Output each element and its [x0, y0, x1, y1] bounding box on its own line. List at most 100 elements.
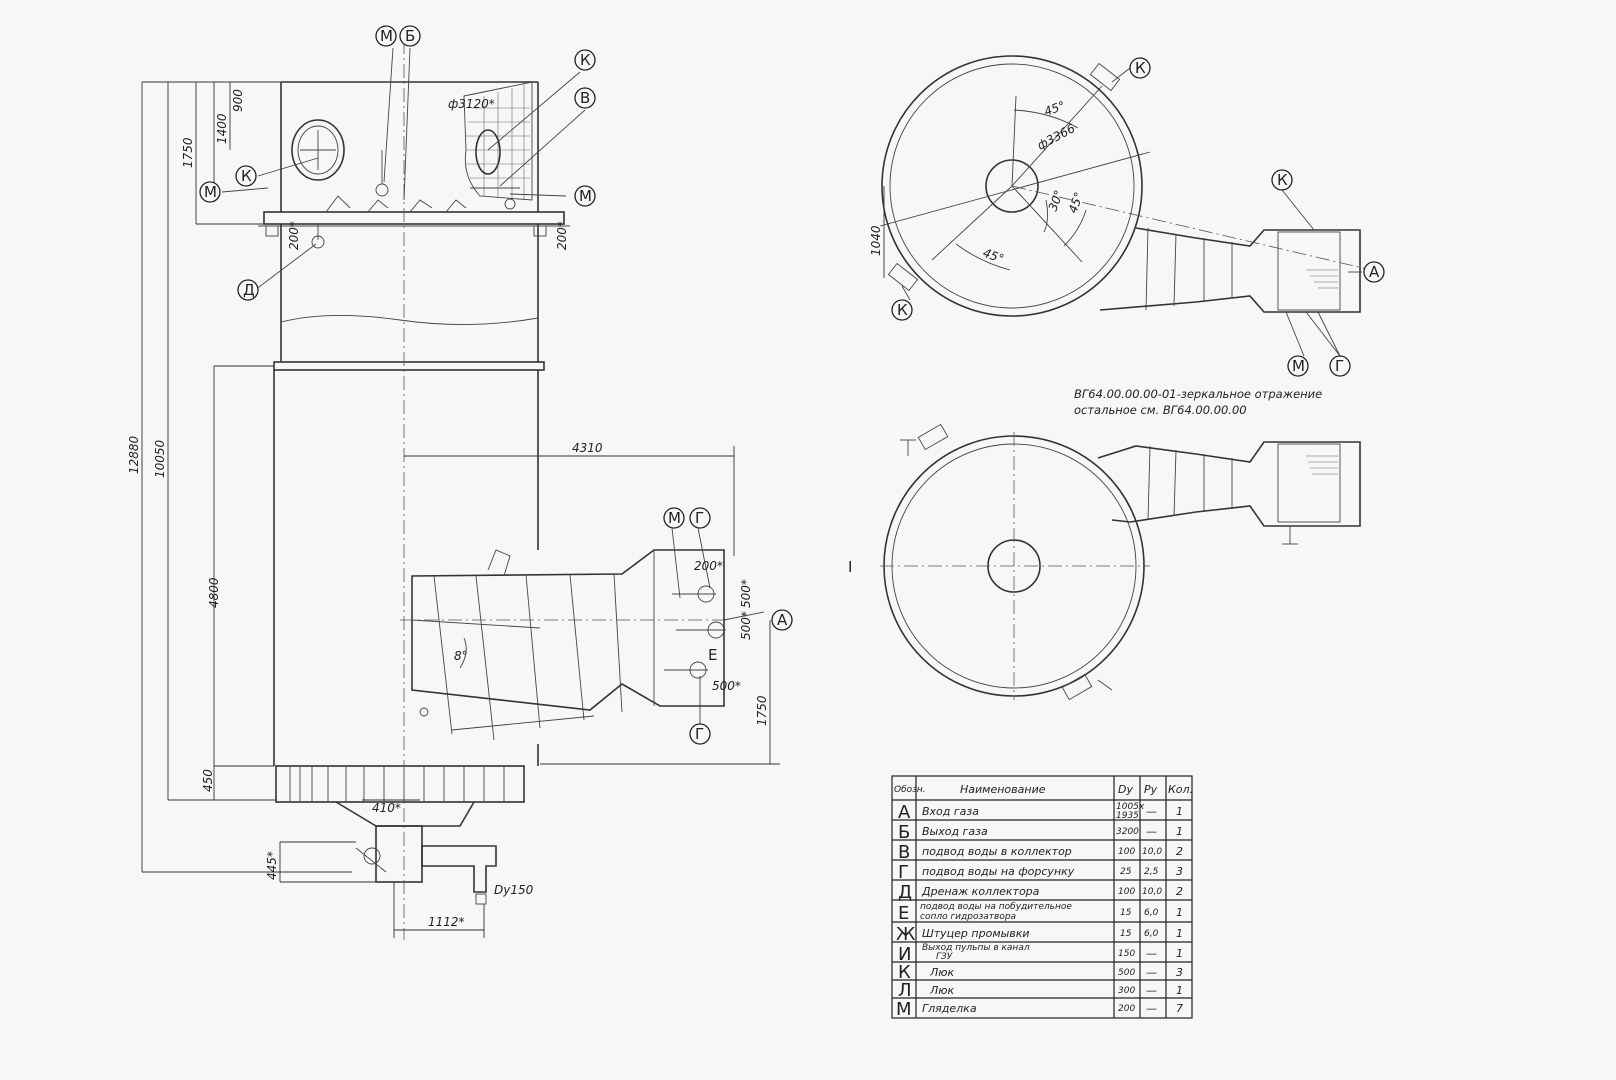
row-py: 10,0	[1142, 847, 1162, 857]
row-py: 6,0	[1144, 929, 1159, 939]
dim-200c: 200*	[694, 559, 723, 573]
row-name: Выход газа	[922, 825, 988, 838]
row-py: —	[1146, 805, 1157, 818]
row-code: Л	[898, 980, 912, 1001]
row-dy: 300	[1118, 986, 1135, 996]
table-row: Е подвод воды на побудительное сопло гид…	[898, 902, 1183, 924]
row-name: Гляделка	[922, 1002, 977, 1015]
callout-K-top: К	[580, 51, 591, 69]
row-py: 2,5	[1144, 867, 1159, 877]
table-header-py: Py	[1144, 783, 1158, 796]
row-qty: 7	[1176, 1002, 1183, 1015]
table-row: В подвод воды в коллектор 100 10,0 2	[898, 842, 1183, 863]
dim-410: 410*	[372, 801, 401, 815]
table-row: Б Выход газа 3200 — 1	[898, 822, 1183, 843]
dim-1750: 1750	[181, 137, 195, 168]
angle-45a: 45°	[1042, 98, 1067, 118]
row-name2: ГЗУ	[936, 952, 953, 962]
callout-M-plan: М	[1292, 357, 1305, 375]
mirror-note-line2: остальное см. ВГ64.00.00.00	[1074, 403, 1247, 417]
row-qty: 2	[1176, 845, 1183, 858]
callout-A-plan: А	[1369, 263, 1380, 281]
table-row: Г подвод воды на форсунку 25 2,5 3	[898, 862, 1183, 883]
row-dy: 15	[1120, 908, 1132, 918]
row-py: 10,0	[1142, 887, 1162, 897]
row-py: 6,0	[1144, 908, 1159, 918]
dim-1400: 1400	[215, 113, 229, 144]
table-header-code: Обозн.	[894, 785, 926, 795]
dim-500c: 500*	[712, 679, 741, 693]
row-code: Е	[898, 903, 909, 924]
table-row: М Гляделка 200 — 7	[896, 999, 1183, 1020]
row-dy: 15	[1120, 929, 1132, 939]
callout-B-top: Б	[405, 27, 415, 45]
row-py: —	[1146, 966, 1157, 979]
view-mark-I: I	[848, 558, 852, 576]
table-header-dy: Dy	[1118, 783, 1133, 796]
row-dy: 25	[1120, 867, 1132, 877]
dim-500b: 500*	[739, 579, 753, 608]
angle-45b: 45°	[1066, 190, 1086, 215]
row-code: Д	[898, 882, 912, 903]
row-qty: 3	[1176, 865, 1183, 878]
table-row: И Выход пульпы в канал ГЗУ 150 — 1	[898, 943, 1183, 965]
row-dy: 3200	[1116, 827, 1139, 837]
row-name: подвод воды на форсунку	[922, 865, 1075, 878]
row-name: Выход пульпы в канал	[922, 943, 1030, 953]
table-row: А Вход газа 1005х 1935 — 1	[898, 802, 1183, 823]
row-qty: 1	[1176, 927, 1183, 940]
row-qty: 3	[1176, 966, 1183, 979]
angle-8: 8°	[454, 649, 468, 663]
row-py: —	[1146, 984, 1157, 997]
row-py: —	[1146, 825, 1157, 838]
row-dy: 150	[1118, 949, 1135, 959]
letter-E: Е	[708, 646, 717, 664]
dim-450: 450	[201, 769, 215, 792]
row-code: В	[898, 842, 910, 863]
table-row: К Люк 500 — 3	[898, 962, 1183, 983]
callout-A-duct: А	[777, 611, 788, 629]
callout-M-right: М	[579, 187, 592, 205]
row-dy: 100	[1118, 887, 1135, 897]
row-name2: сопло гидрозатвора	[920, 912, 1016, 922]
dim-200b: 200*	[555, 221, 569, 250]
row-dy2: 1935	[1116, 811, 1139, 821]
dim-d3366: ф3366	[1035, 121, 1078, 153]
callout-M-top: М	[380, 27, 393, 45]
callout-G-bottom: Г	[695, 725, 704, 743]
row-qty: 1	[1176, 906, 1183, 919]
row-name: Люк	[929, 984, 955, 997]
dim-4310: 4310	[572, 441, 603, 455]
dim-dn150: Dy150	[494, 883, 534, 897]
dim-200a: 200*	[287, 221, 301, 250]
row-name: Штуцер промывки	[922, 927, 1030, 940]
row-code: Б	[898, 822, 910, 843]
dim-1040: 1040	[869, 225, 883, 256]
row-dy: 500	[1118, 968, 1135, 978]
dim-1750b: 1750	[755, 695, 769, 726]
callout-K-plan-duct: К	[1277, 171, 1288, 189]
table-row: Ж Штуцер промывки 15 6,0 1	[896, 924, 1183, 945]
row-code: А	[898, 802, 911, 823]
dim-10050: 10050	[153, 439, 167, 478]
row-dy: 200	[1118, 1004, 1135, 1014]
dim-900: 900	[231, 89, 245, 112]
callout-M-duct: М	[668, 509, 681, 527]
row-py: —	[1146, 1002, 1157, 1015]
row-code: М	[896, 999, 912, 1020]
row-name: Дренаж коллектора	[921, 885, 1040, 898]
row-code: К	[898, 962, 911, 983]
plan-view-mirrored: I	[848, 423, 1361, 701]
dim-500a: 500*	[739, 611, 753, 640]
row-name: Вход газа	[922, 805, 979, 818]
row-qty: 1	[1176, 825, 1183, 838]
row-qty: 1	[1176, 984, 1183, 997]
callout-G-duct: Г	[695, 509, 704, 527]
table-row: Л Люк 300 — 1	[898, 980, 1183, 1001]
callout-K-left: К	[241, 167, 252, 185]
angle-45c: 45°	[981, 246, 1006, 266]
row-name: подвод воды на побудительное	[920, 902, 1072, 912]
row-code: Ж	[896, 924, 916, 945]
dim-445: 445*	[265, 851, 279, 880]
